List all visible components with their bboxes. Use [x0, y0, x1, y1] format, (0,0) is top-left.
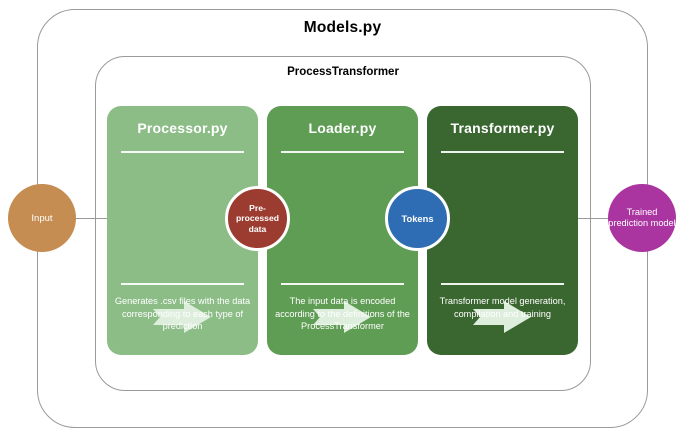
node-pre-processed-data-label: Pre-processed data — [236, 202, 279, 234]
panel-loader-title: Loader.py — [308, 120, 377, 136]
node-tokens-label: Tokens — [401, 213, 434, 224]
connector-line-container-to-output — [570, 218, 615, 219]
inner-container-title: ProcessTransformer — [287, 66, 399, 78]
panel-processor-rule-bottom — [121, 283, 244, 285]
node-trained-prediction-model[interactable]: Trained prediction model — [608, 184, 676, 252]
panel-processor-rule-top — [121, 151, 244, 153]
panel-transformer-rule-bottom — [441, 283, 564, 285]
outer-container-title: Models.py — [303, 19, 382, 36]
inner-container-process-transformer — [95, 56, 591, 391]
panel-transformer-rule-top — [441, 151, 564, 153]
module-panels: Processor.py Generates .csv files with t… — [107, 106, 579, 355]
panel-loader-rule-bottom — [281, 283, 404, 285]
right-block-arrow-icon — [153, 300, 211, 334]
panel-processor-title: Processor.py — [137, 120, 228, 136]
node-trained-prediction-model-label: Trained prediction model — [608, 206, 676, 229]
node-tokens[interactable]: Tokens — [385, 186, 450, 251]
panel-transformer[interactable]: Transformer.py Transformer model generat… — [427, 106, 578, 355]
panel-processor-description: Generates .csv files with the data corre… — [114, 296, 251, 332]
node-input-label: Input — [31, 212, 53, 224]
panel-loader-description: The input data is encoded according to t… — [275, 296, 410, 332]
panel-transformer-title: Transformer.py — [450, 120, 555, 136]
connector-line-input-to-container — [70, 218, 115, 219]
panel-transformer-description: Transformer model generation, compilatio… — [439, 296, 566, 319]
right-block-arrow-icon — [473, 300, 531, 334]
right-block-arrow-icon — [313, 300, 371, 334]
node-input[interactable]: Input — [8, 184, 76, 252]
panel-loader-rule-top — [281, 151, 404, 153]
node-pre-processed-data[interactable]: Pre-processed data — [225, 186, 290, 251]
